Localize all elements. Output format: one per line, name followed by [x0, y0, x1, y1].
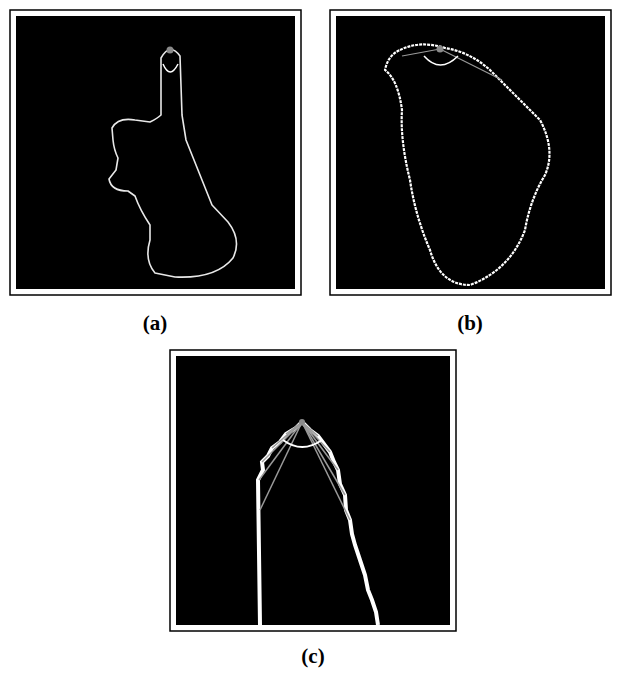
panel-label: (a)	[143, 312, 168, 335]
tip-point	[299, 419, 305, 425]
fingertip-contour	[258, 422, 378, 625]
panel-label: (c)	[301, 645, 324, 668]
blob-contour	[385, 44, 549, 285]
hand-contour	[109, 49, 237, 277]
tip-point	[167, 47, 174, 54]
tip-point	[437, 46, 444, 53]
panel-label: (b)	[457, 312, 483, 335]
angle-lines	[259, 422, 350, 520]
panel-c	[170, 350, 456, 631]
panel-b	[330, 10, 611, 295]
panel-a	[10, 10, 301, 295]
